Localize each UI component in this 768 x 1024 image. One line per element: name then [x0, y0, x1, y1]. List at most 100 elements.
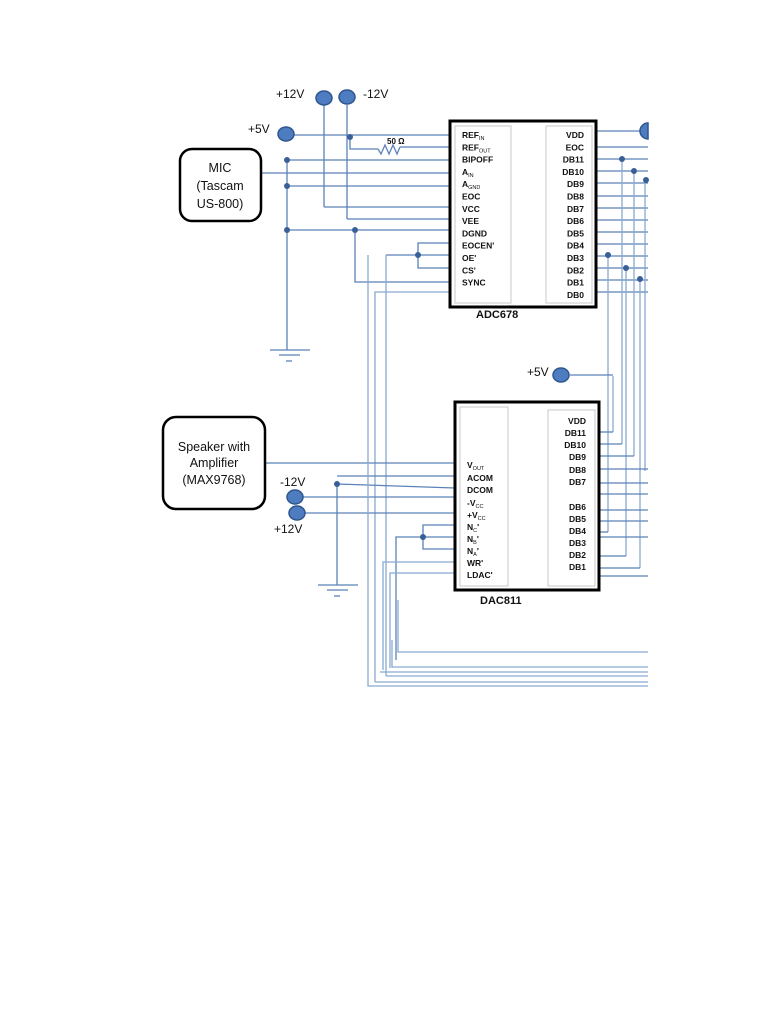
- dac-pin-nb: NB': [467, 534, 479, 546]
- junction-dot: [284, 227, 290, 233]
- dac-pin-db3: DB3: [569, 538, 586, 548]
- wire-sync: [354, 230, 455, 283]
- adc-pin-db10: DB10: [562, 167, 584, 177]
- pin-label-part: N: [467, 534, 473, 544]
- pin-label-part: DB10: [562, 167, 584, 177]
- junction-dot: [623, 265, 629, 271]
- pin-label-part: VCC: [462, 204, 480, 214]
- pin-label-part: VDD: [566, 130, 584, 140]
- junction-dot: [334, 481, 340, 487]
- dac-pin-vdd: VDD: [568, 416, 586, 426]
- wire-nb: [395, 536, 455, 660]
- pin-label-part: ': [477, 534, 479, 544]
- wire-wr: [382, 561, 455, 670]
- adc-pin-oe-n: OE': [462, 253, 476, 263]
- mic-line-1: MIC: [209, 161, 232, 175]
- pin-label-part: DB3: [567, 253, 584, 263]
- pin-label-part: +: [467, 510, 472, 520]
- adc-left-pins: REFINREFOUTBIPOFFAINAGNDEOCVCCVEEDGNDEOC…: [462, 130, 494, 288]
- pin-label-part: DB6: [567, 216, 584, 226]
- mic-line-3: US-800): [197, 197, 244, 211]
- pin-label-part: DB7: [569, 477, 586, 487]
- dac-pin-vcc: +VCC: [467, 510, 486, 522]
- label-plus5-adc: +5V: [248, 122, 270, 136]
- adc-pin-db1: DB1: [567, 278, 584, 288]
- label-plus12-adc: +12V: [276, 87, 304, 101]
- wires: [262, 105, 648, 687]
- pin-label-part: EOCEN': [462, 241, 494, 251]
- speaker-line-3: (MAX9768): [182, 473, 245, 487]
- mic-line-2: (Tascam: [196, 179, 243, 193]
- pin-label-part: OE': [462, 253, 476, 263]
- pin-label-part: -: [467, 498, 470, 508]
- adc-pin-vee: VEE: [462, 216, 479, 226]
- adc-pin-db9: DB9: [567, 179, 584, 189]
- adc-pin-dgnd: DGND: [462, 228, 487, 238]
- adc-pin-db8: DB8: [567, 192, 584, 202]
- pin-label-part: DB1: [567, 278, 584, 288]
- pin-label-part: N: [467, 522, 473, 532]
- pin-label-part: A: [473, 552, 477, 558]
- pin-label-part: DB9: [569, 452, 586, 462]
- pin-label-part: REF: [462, 142, 479, 152]
- adc-pin-agnd: AGND: [462, 179, 480, 191]
- pin-label-part: IN: [479, 136, 485, 142]
- pin-label-part: CS': [462, 265, 476, 275]
- adc-pin-cs-n: CS': [462, 265, 476, 275]
- pin-label-part: DB10: [564, 440, 586, 450]
- dac-pin-vcc: -VCC: [467, 498, 483, 510]
- pin-label-part: VEE: [462, 216, 479, 226]
- dac-pin-db1: DB1: [569, 562, 586, 572]
- dac-pin-wr: WR': [467, 558, 483, 568]
- dac-pin-na: NA': [467, 546, 479, 558]
- pin-label-part: VDD: [568, 416, 586, 426]
- pin-label-part: DCOM: [467, 485, 493, 495]
- adc-pin-db11: DB11: [563, 155, 585, 165]
- pin-label-part: ACOM: [467, 473, 493, 483]
- speaker-line-1: Speaker with: [178, 440, 250, 454]
- pin-label-part: DGND: [462, 228, 487, 238]
- terminal-plus5-adc-icon: [277, 126, 295, 142]
- adc-pin-eoc: EOC: [566, 142, 584, 152]
- dac-pin-db9: DB9: [569, 452, 586, 462]
- junction-dot: [605, 252, 611, 258]
- resistor-50ohm-icon: [377, 143, 401, 156]
- adc-pin-ain: AIN: [462, 167, 474, 179]
- junction-dot: [415, 252, 421, 258]
- pin-label-part: A: [462, 167, 468, 177]
- adc-pin-eocen-n: EOCEN': [462, 241, 494, 251]
- adc-right-pins: VDDEOCDB11DB10DB9DB8DB7DB6DB5DB4DB3DB2DB…: [562, 130, 584, 300]
- pin-label-part: V: [470, 498, 476, 508]
- pin-label-part: DB1: [569, 562, 586, 572]
- terminal-minus12-adc-icon: [338, 89, 356, 105]
- adc-pin-db7: DB7: [567, 204, 584, 214]
- pin-label-part: DB11: [563, 155, 585, 165]
- pin-label-part: B: [473, 540, 477, 546]
- dac-pin-db11: DB11: [565, 428, 587, 438]
- terminal-plus12-adc-icon: [315, 90, 333, 106]
- terminal-minus12-dac-icon: [286, 489, 304, 505]
- adc-pin-bipoff: BIPOFF: [462, 155, 493, 165]
- pin-label-part: WR': [467, 558, 483, 568]
- adc-name: ADC678: [476, 309, 518, 321]
- terminal-plus5-dac-icon: [552, 367, 570, 383]
- pin-label-part: C: [473, 528, 477, 534]
- pin-label-part: DB5: [569, 514, 586, 524]
- pin-label-part: DB11: [565, 428, 587, 438]
- dac-pin-db10: DB10: [564, 440, 586, 450]
- dac-pin-db5: DB5: [569, 514, 586, 524]
- pin-label-part: GND: [468, 185, 480, 191]
- dac-pin-db2: DB2: [569, 550, 586, 560]
- pin-label-part: ': [477, 546, 479, 556]
- dac-pin-db4: DB4: [569, 526, 586, 536]
- pin-label-part: SYNC: [462, 278, 486, 288]
- pin-label-part: A: [462, 179, 468, 189]
- adc-pin-sync: SYNC: [462, 278, 486, 288]
- speaker-line-2: Amplifier: [190, 456, 239, 470]
- label-plus12-dac: +12V: [274, 522, 302, 536]
- dac-pin-db8: DB8: [569, 465, 586, 475]
- pin-label-part: OUT: [479, 148, 491, 154]
